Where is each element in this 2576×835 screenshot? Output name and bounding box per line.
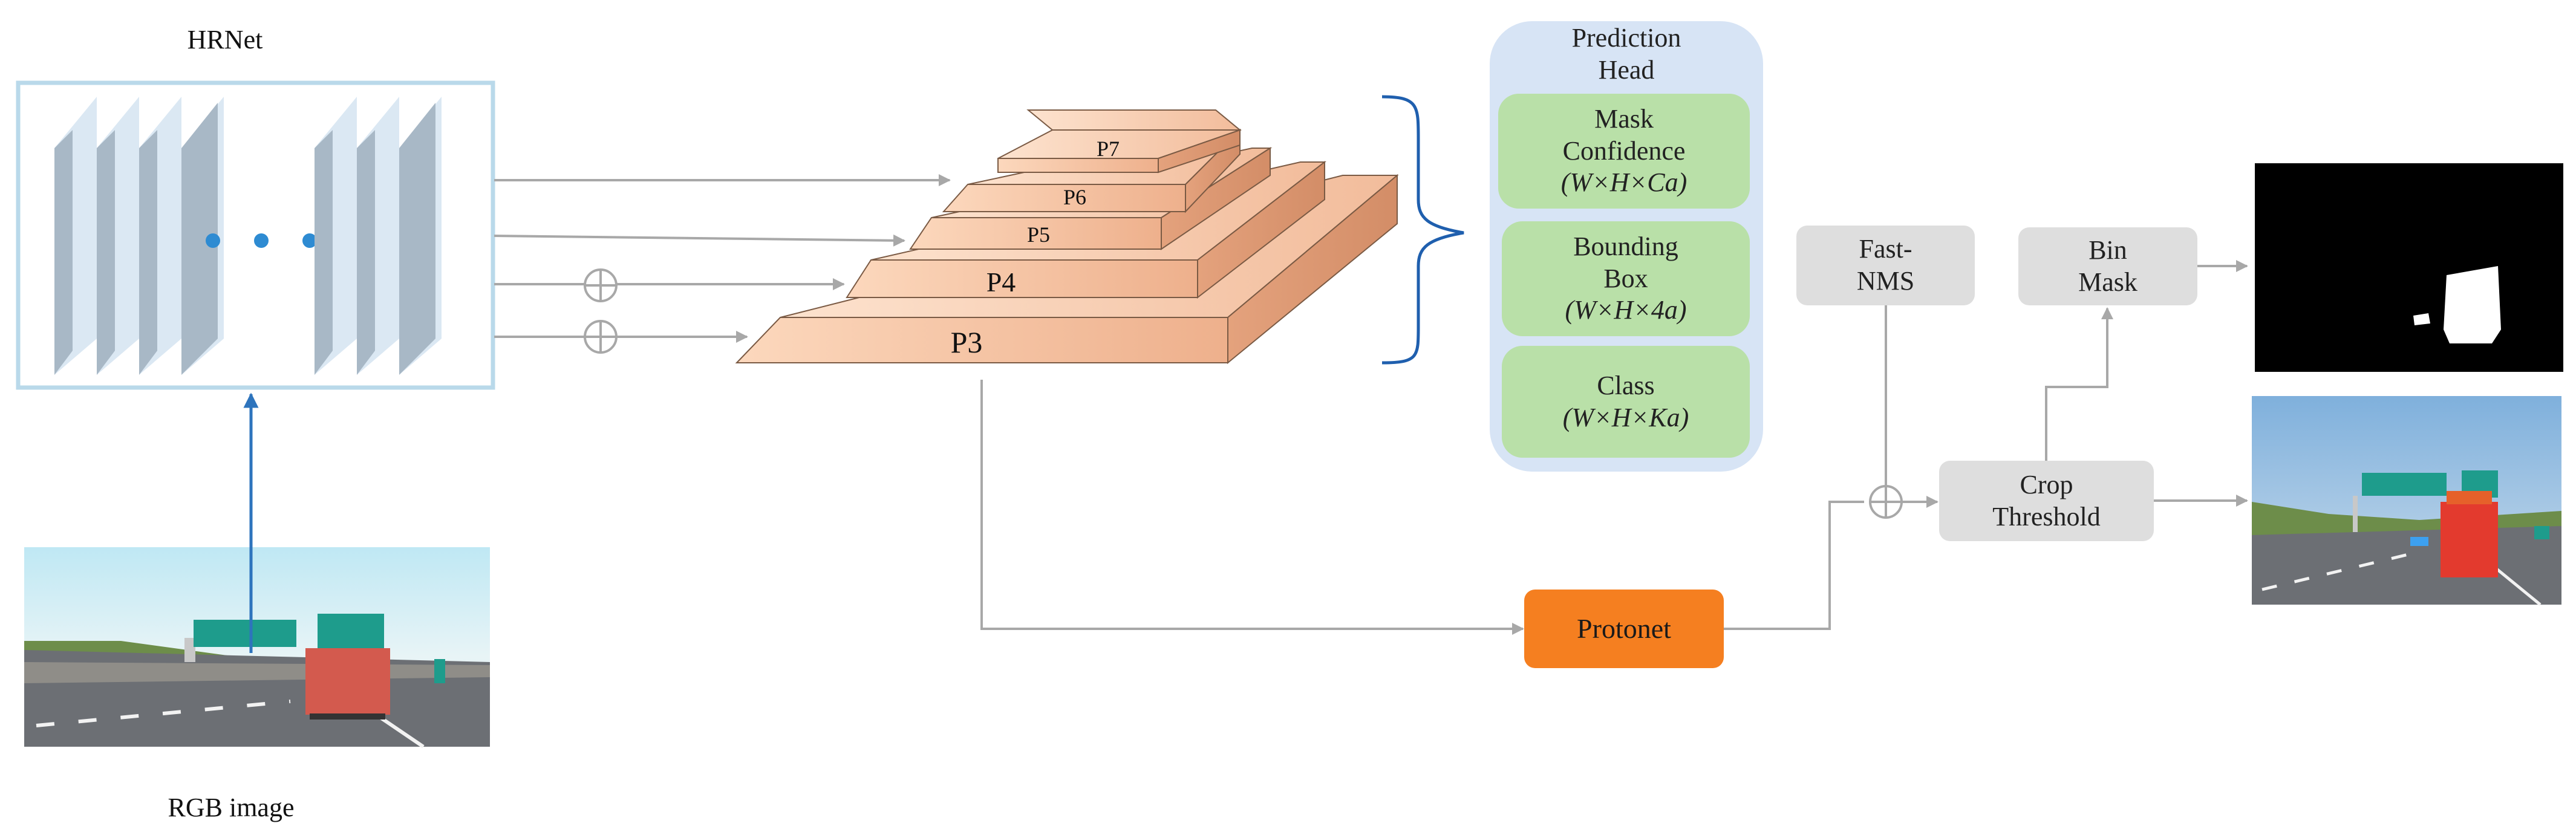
pyramid-level-labels: P7 P6 P5 P4 P3 bbox=[951, 137, 1120, 359]
mask-confidence-text: Mask Confidence (W×H×Ca) bbox=[1498, 94, 1750, 209]
bounding-box-formula: (W×H×4a) bbox=[1565, 295, 1687, 325]
hrnet-ellipsis-dots bbox=[206, 233, 317, 248]
fast-nms-box bbox=[1796, 226, 1975, 305]
level-label-p7: P7 bbox=[1097, 137, 1120, 161]
mask-confidence-line1: Mask bbox=[1594, 103, 1654, 134]
level-label-p3: P3 bbox=[951, 325, 983, 359]
fast-nms-text: Fast- NMS bbox=[1796, 226, 1975, 305]
bounding-box-line2: Box bbox=[1603, 263, 1648, 293]
add-operator-icon bbox=[584, 268, 618, 302]
crop-threshold-line2: Threshold bbox=[1992, 501, 2101, 531]
bin-mask-box bbox=[2018, 227, 2197, 305]
mask-confidence-line2: Confidence bbox=[1562, 135, 1686, 166]
binary-mask-output bbox=[2255, 163, 2563, 372]
class-line1: Class bbox=[1597, 370, 1655, 400]
rgb-input-image bbox=[24, 547, 490, 749]
add-operator-icon bbox=[584, 320, 618, 354]
bin-mask-line2: Mask bbox=[2078, 267, 2137, 297]
prediction-head-title: Prediction Head bbox=[1490, 18, 1763, 91]
bounding-box-text: Bounding Box (W×H×4a) bbox=[1502, 221, 1750, 336]
crop-threshold-line1: Crop bbox=[2020, 469, 2073, 499]
level-label-p5: P5 bbox=[1027, 223, 1050, 247]
add-operator-icon bbox=[1869, 485, 1903, 519]
head-block-class bbox=[1502, 346, 1750, 458]
feature-pyramid bbox=[735, 109, 1399, 365]
fast-nms-line1: Fast- bbox=[1859, 234, 1912, 264]
protonet-box bbox=[1524, 590, 1724, 668]
class-formula: (W×H×Ka) bbox=[1562, 402, 1689, 432]
bin-mask-text: Bin Mask bbox=[2018, 227, 2197, 305]
connector-lines bbox=[980, 260, 2248, 635]
hrnet-label: HRNet bbox=[187, 25, 263, 54]
head-block-bounding-box bbox=[1502, 221, 1750, 336]
protonet-text: Protonet bbox=[1524, 590, 1724, 668]
bounding-box-line1: Bounding bbox=[1573, 231, 1678, 261]
head-block-mask-confidence bbox=[1498, 94, 1750, 209]
level-label-p4: P4 bbox=[986, 267, 1016, 297]
crop-threshold-box bbox=[1939, 461, 2154, 541]
mask-confidence-formula: (W×H×Ca) bbox=[1560, 167, 1687, 198]
segmented-output-image bbox=[2252, 396, 2561, 606]
bin-mask-line1: Bin bbox=[2089, 235, 2127, 265]
hrnet-layers-right bbox=[315, 97, 442, 375]
hrnet-frame bbox=[16, 80, 495, 390]
fast-nms-line2: NMS bbox=[1856, 266, 1915, 296]
prediction-head-title-line1: Prediction bbox=[1571, 23, 1681, 53]
feature-arrows bbox=[494, 174, 951, 343]
protonet-label: Protonet bbox=[1577, 613, 1671, 645]
prediction-head-title-line2: Head bbox=[1598, 55, 1655, 85]
crop-threshold-text: Crop Threshold bbox=[1939, 461, 2154, 541]
hrnet-layers-left bbox=[54, 97, 224, 375]
level-label-p6: P6 bbox=[1063, 185, 1086, 209]
rgb-image-label: RGB image bbox=[168, 793, 295, 822]
brace bbox=[1381, 95, 1464, 365]
class-text: Class (W×H×Ka) bbox=[1502, 346, 1750, 458]
